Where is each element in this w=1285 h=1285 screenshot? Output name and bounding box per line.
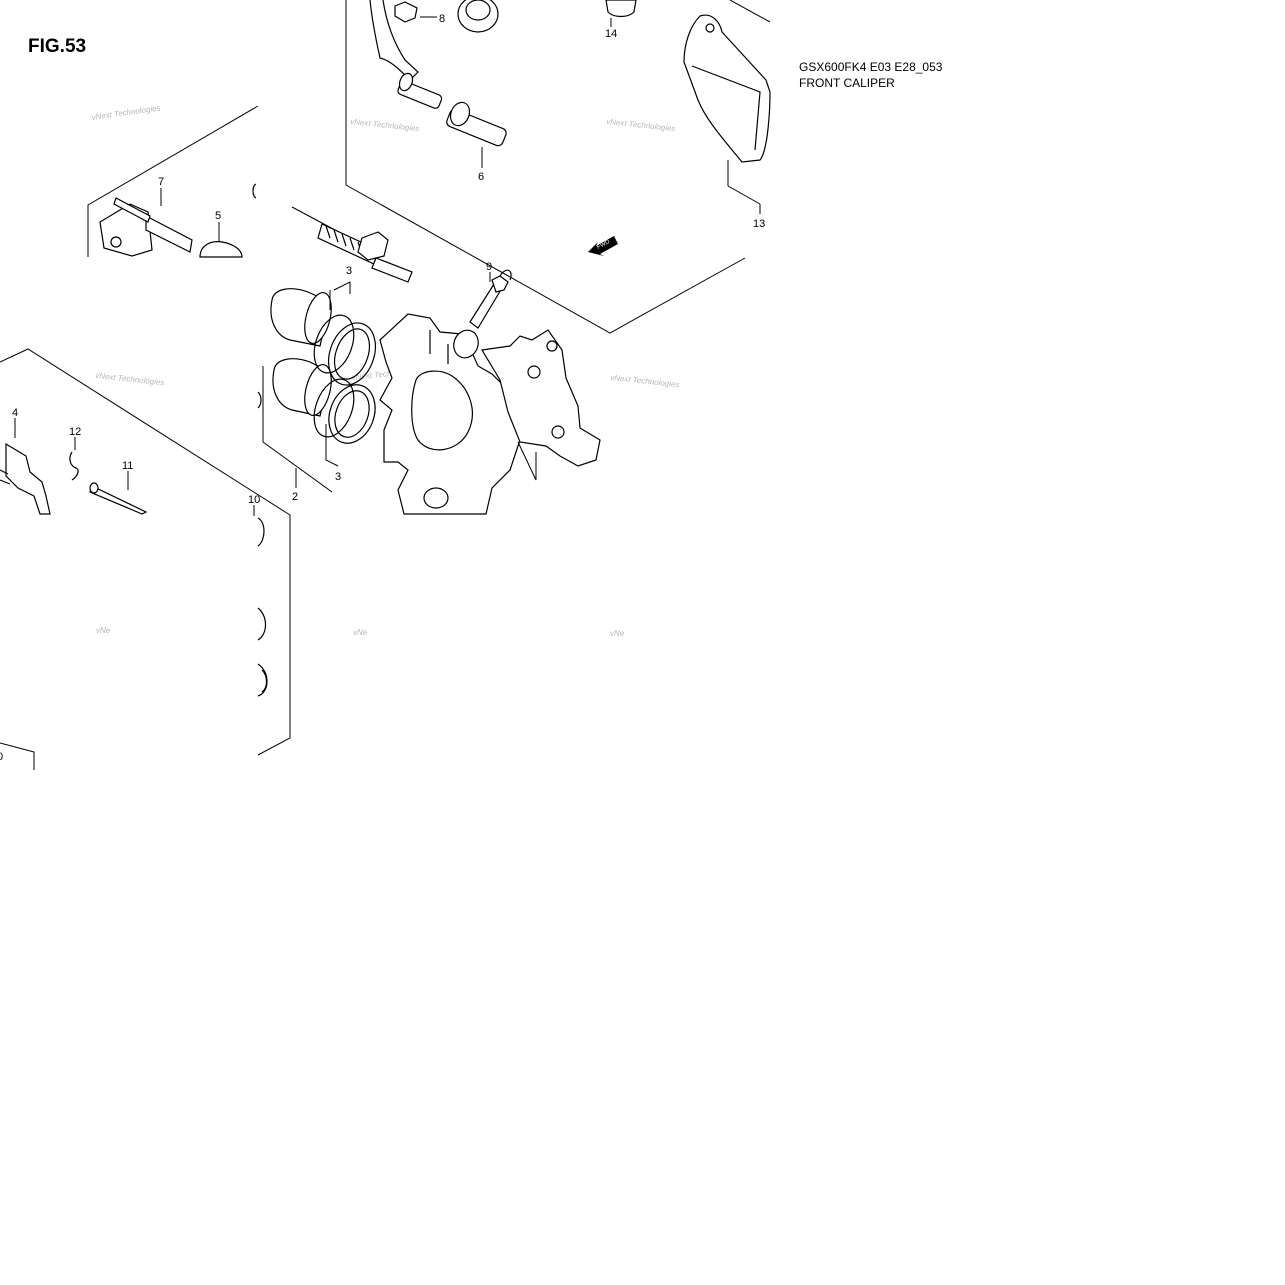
group-outline-top (345, 0, 771, 334)
watermarks: vNext Technologies vNext Technologies vN… (91, 103, 680, 638)
watermark-text: vNext Technologies (606, 117, 676, 133)
part-3-seals (313, 281, 376, 467)
diagram-title: FRONT CALIPER (799, 76, 895, 90)
part-11-pad-pin (89, 471, 148, 515)
part-9-bleeder-valve (469, 269, 512, 329)
watermark-text: vNe (610, 629, 625, 638)
callout-0: 0 (0, 751, 3, 763)
watermark-text: vNext Technologies (91, 103, 161, 122)
watermark-text: vNext Technologies (350, 117, 420, 133)
part-14-cap (605, 0, 637, 27)
watermark-text: vNe (96, 626, 111, 635)
callout-10: 10 (248, 494, 260, 506)
model-code: GSX600FK4 E03 E28_053 (799, 60, 943, 74)
part-caliper-bracket (481, 329, 601, 481)
part-mounting-bolt (317, 223, 413, 283)
part-caliper-body (379, 313, 521, 515)
part-4-pad-spring (0, 418, 51, 515)
callout-3a: 3 (346, 265, 352, 277)
callout-13: 13 (753, 218, 765, 230)
part-boot-top (457, 0, 499, 33)
watermark-text: vNext Technologies (610, 373, 680, 389)
callout-7: 7 (158, 176, 164, 188)
part-5-boot (199, 183, 257, 258)
callout-9: 9 (486, 261, 492, 273)
part-13-brake-pad (683, 14, 771, 214)
callout-3b: 3 (335, 471, 341, 483)
callout-5: 5 (215, 210, 221, 222)
fwd-arrow: FWD (588, 236, 618, 256)
watermark-text: vNe (353, 628, 368, 637)
part-2-pistons (270, 288, 332, 488)
callout-14: 14 (605, 28, 617, 40)
part-12-clip (69, 437, 79, 481)
callout-6: 6 (478, 171, 484, 183)
blank-region-right (771, 100, 1285, 1285)
callout-11: 11 (122, 460, 133, 472)
callout-8: 8 (439, 13, 445, 25)
blank-region-bottom (0, 771, 771, 1285)
part-6-pin-bolt (397, 72, 507, 168)
part-10-partial (253, 391, 268, 697)
callout-labels: 8 14 6 13 7 5 3 9 4 12 11 3 2 10 0 (0, 13, 765, 763)
part-7-pin-bracket (99, 188, 193, 257)
callout-2: 2 (292, 491, 298, 503)
callout-12: 12 (69, 426, 81, 438)
figure-label: FIG.53 (28, 36, 87, 57)
watermark-text: vNext Technologies (95, 371, 165, 387)
callout-4: 4 (12, 407, 18, 419)
group-outline-left (0, 105, 351, 770)
part-8-bracket (369, 0, 437, 81)
